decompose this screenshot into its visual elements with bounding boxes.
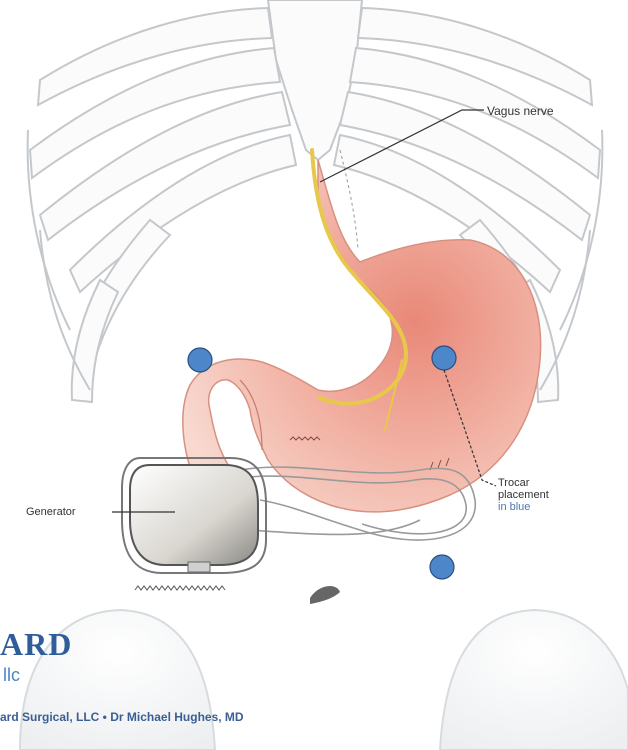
- trocar-marker-lower-right: [430, 555, 454, 579]
- footer-credit: ard Surgical, LLC • Dr Michael Hughes, M…: [0, 710, 244, 724]
- trocar-label-line-2: placement: [498, 489, 598, 501]
- incision-mark: [135, 586, 225, 590]
- hip-right: [440, 610, 628, 750]
- trocar-marker-upper-left: [188, 348, 212, 372]
- generator-device: [122, 458, 266, 573]
- umbilicus: [310, 586, 340, 604]
- generator-header: [188, 562, 210, 572]
- trocar-placement-label: Trocar placement in blue: [498, 477, 598, 513]
- trocar-marker-upper-right: [432, 346, 456, 370]
- trocar-label-line-3: in blue: [498, 501, 598, 513]
- pelvis: [20, 610, 628, 750]
- generator-label: Generator: [26, 506, 76, 518]
- rib-left-6: [72, 280, 118, 402]
- generator-body: [130, 465, 258, 565]
- vagus-nerve-label: Vagus nerve: [487, 105, 554, 118]
- company-logo-subtext: llc: [3, 665, 20, 686]
- trocar-label-line-1: Trocar: [498, 477, 598, 489]
- company-logo-text: ARD: [0, 626, 72, 663]
